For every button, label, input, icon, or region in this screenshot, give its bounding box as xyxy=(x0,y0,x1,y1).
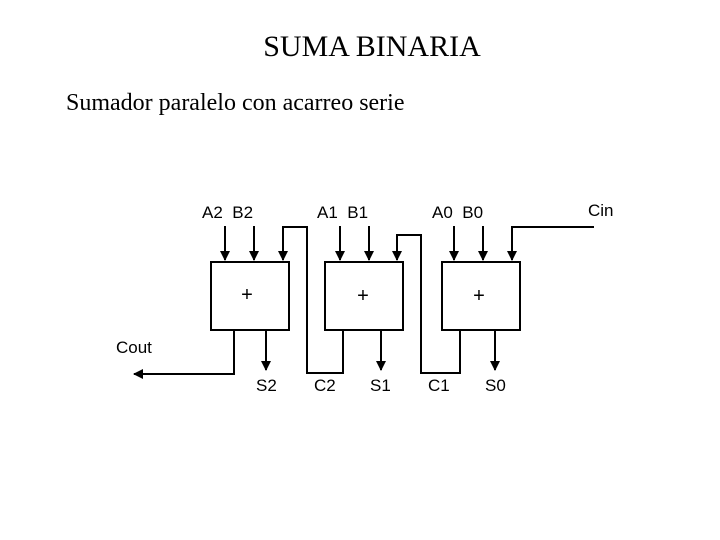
sum-s2-label: S2 xyxy=(256,376,277,395)
adder1-input-label: A1 B1 xyxy=(317,203,368,222)
adder-1-plus: + xyxy=(357,285,369,307)
carry-out-label: Cout xyxy=(116,338,152,357)
adder-2-box xyxy=(210,261,290,331)
carry-c2-wire xyxy=(278,226,344,374)
carry-c2-label: C2 xyxy=(314,376,336,395)
adder-0-plus: + xyxy=(473,285,485,307)
adder2-input-label: A2 B2 xyxy=(202,203,253,222)
page-subtitle: Sumador paralelo con acarreo serie xyxy=(66,90,405,116)
page-title: SUMA BINARIA xyxy=(263,30,481,63)
sum-s1-label: S1 xyxy=(370,376,391,395)
carry-out-wire xyxy=(133,330,235,379)
carry-c1-wire xyxy=(392,234,461,374)
adder0-input-label: A0 B0 xyxy=(432,203,483,222)
adder-0-box xyxy=(441,261,521,331)
adder-1-box xyxy=(324,261,404,331)
carry-in-wire xyxy=(507,226,594,261)
carry-in-label: Cin xyxy=(588,201,614,220)
carry-c1-label: C1 xyxy=(428,376,450,395)
adder-2-plus: + xyxy=(241,284,253,306)
sum-s0-label: S0 xyxy=(485,376,506,395)
